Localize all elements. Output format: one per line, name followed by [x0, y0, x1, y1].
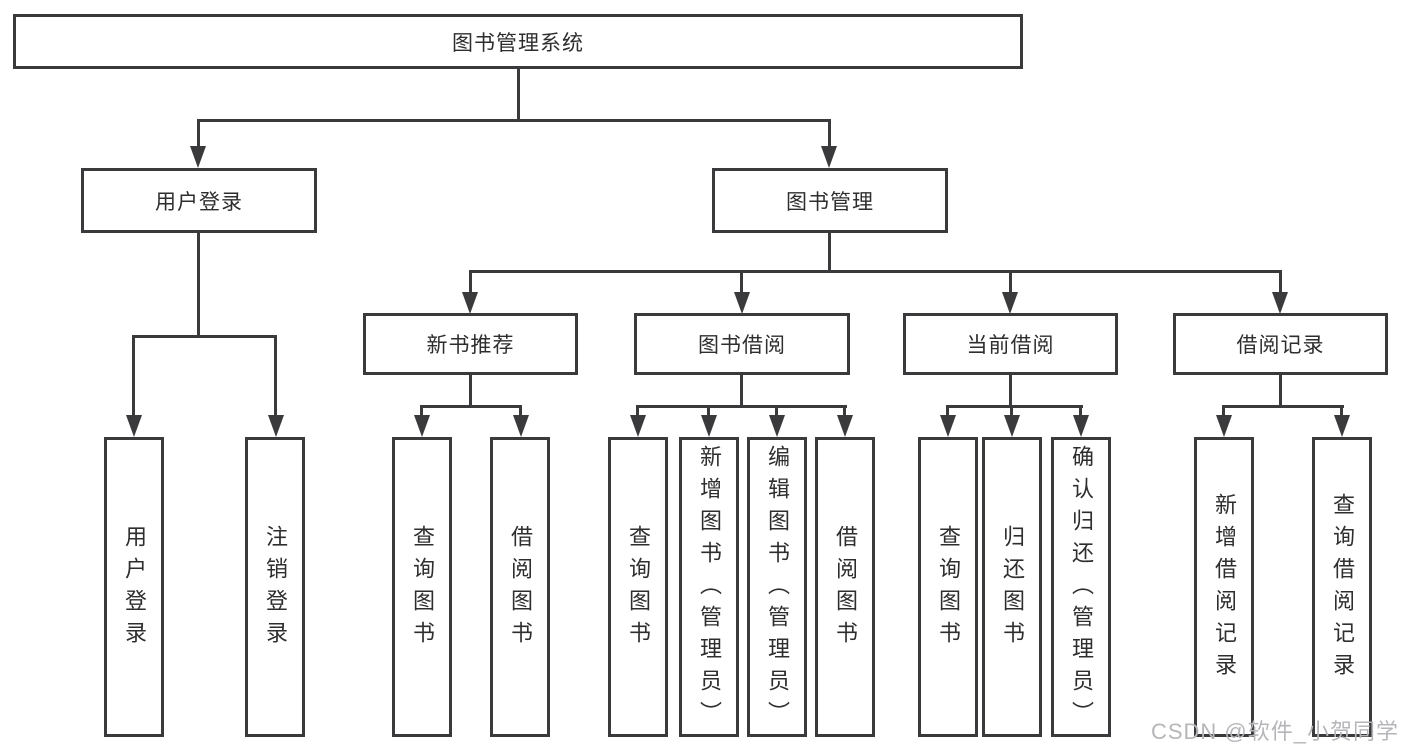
leaf-label: 查询图书: [410, 525, 435, 653]
leaf-query-books-current: 查询图书: [918, 437, 978, 737]
connector-bar: [1222, 405, 1344, 408]
leaf-borrow-books: 借阅图书: [815, 437, 875, 737]
arrow-down-icon: [630, 415, 646, 437]
node-borrowing-records: 借阅记录: [1173, 313, 1388, 375]
connector-stem: [740, 375, 743, 407]
arrow-down-icon: [837, 415, 853, 437]
leaf-query-borrow-record: 查询借阅记录: [1312, 437, 1372, 737]
leaf-label: 用户登录: [122, 525, 147, 653]
connector-bar: [636, 405, 847, 408]
arrow-down-icon: [126, 415, 142, 437]
connector-bar: [132, 335, 277, 338]
node-user-login: 用户登录: [81, 168, 317, 233]
arrow-down-icon: [734, 292, 750, 314]
connector-drop: [636, 407, 639, 417]
connector-drop: [420, 407, 423, 417]
leaf-add-book-admin: 新增图书（管理员）: [679, 437, 739, 737]
connector-drop: [775, 407, 778, 417]
arrow-down-icon: [1334, 415, 1350, 437]
node-current-borrowing: 当前借阅: [903, 313, 1118, 375]
node-book-borrowing: 图书借阅: [634, 313, 850, 375]
leaf-label: 查询图书: [936, 525, 961, 653]
leaf-return-books: 归还图书: [982, 437, 1042, 737]
leaf-logout: 注销登录: [245, 437, 305, 737]
connector-stem: [197, 233, 200, 338]
connector-level3-bar: [469, 270, 1282, 273]
connector-stem: [469, 375, 472, 407]
arrow-down-icon: [769, 415, 785, 437]
arrow-down-icon: [940, 415, 956, 437]
connector-stem: [1009, 375, 1012, 407]
connector-level1-bar: [197, 119, 831, 122]
node-label: 图书借阅: [698, 334, 786, 357]
arrow-down-icon: [414, 415, 430, 437]
node-book-management: 图书管理: [712, 168, 948, 233]
leaf-label: 新增借阅记录: [1212, 493, 1237, 685]
connector-drop: [707, 407, 710, 417]
connector-bar: [946, 405, 1083, 408]
connector-drop: [828, 121, 831, 148]
leaf-label: 借阅图书: [833, 525, 858, 653]
connector-drop: [274, 335, 277, 417]
node-label: 用户登录: [155, 190, 243, 214]
node-label: 图书管理: [786, 190, 874, 214]
node-label: 当前借阅: [966, 334, 1055, 357]
connector-root-stem: [517, 68, 520, 121]
connector-drop: [132, 335, 135, 417]
leaf-label: 新增图书（管理员）: [697, 445, 722, 733]
node-label: 新书推荐: [426, 334, 515, 357]
connector-drop: [1010, 407, 1013, 417]
connector-drop: [1222, 407, 1225, 417]
arrow-down-icon: [701, 415, 717, 437]
arrow-down-icon: [190, 146, 206, 168]
connector-drop: [469, 272, 472, 293]
leaf-label: 查询借阅记录: [1330, 493, 1355, 685]
node-label: 图书管理系统: [452, 31, 584, 55]
connector-drop: [197, 121, 200, 148]
connector-drop: [740, 272, 743, 293]
connector-drop: [519, 407, 522, 417]
connector-drop: [946, 407, 949, 417]
connector-bar: [420, 405, 522, 408]
arrow-down-icon: [462, 292, 478, 314]
arrow-down-icon: [1002, 292, 1018, 314]
connector-drop: [1279, 272, 1282, 293]
leaf-label: 归还图书: [1000, 525, 1025, 653]
arrow-down-icon: [1272, 292, 1288, 314]
leaf-borrow-books-recommend: 借阅图书: [490, 437, 550, 737]
node-library-management-system: 图书管理系统: [13, 14, 1023, 69]
arrow-down-icon: [268, 415, 284, 437]
arrow-down-icon: [513, 415, 529, 437]
connector-drop: [843, 407, 846, 417]
node-label: 借阅记录: [1236, 334, 1325, 357]
leaf-edit-book-admin: 编辑图书（管理员）: [747, 437, 807, 737]
connector-stem: [828, 233, 831, 272]
arrow-down-icon: [821, 146, 837, 168]
leaf-label: 借阅图书: [508, 525, 533, 653]
node-new-book-recommend: 新书推荐: [363, 313, 578, 375]
connector-drop: [1079, 407, 1082, 417]
arrow-down-icon: [1216, 415, 1232, 437]
leaf-label: 注销登录: [263, 525, 288, 653]
leaf-add-borrow-record: 新增借阅记录: [1194, 437, 1254, 737]
arrow-down-icon: [1004, 415, 1020, 437]
leaf-confirm-return-admin: 确认归还（管理员）: [1051, 437, 1111, 737]
leaf-label: 编辑图书（管理员）: [765, 445, 790, 733]
leaf-user-login: 用户登录: [104, 437, 164, 737]
leaf-label: 确认归还（管理员）: [1069, 445, 1094, 733]
connector-stem: [1279, 375, 1282, 407]
connector-drop: [1340, 407, 1343, 417]
connector-drop: [1009, 272, 1012, 293]
leaf-label: 查询图书: [626, 525, 651, 653]
leaf-query-books-recommend: 查询图书: [392, 437, 452, 737]
watermark: CSDN @软件_小贺同学: [1150, 719, 1399, 744]
leaf-query-books-borrowing: 查询图书: [608, 437, 668, 737]
arrow-down-icon: [1073, 415, 1089, 437]
